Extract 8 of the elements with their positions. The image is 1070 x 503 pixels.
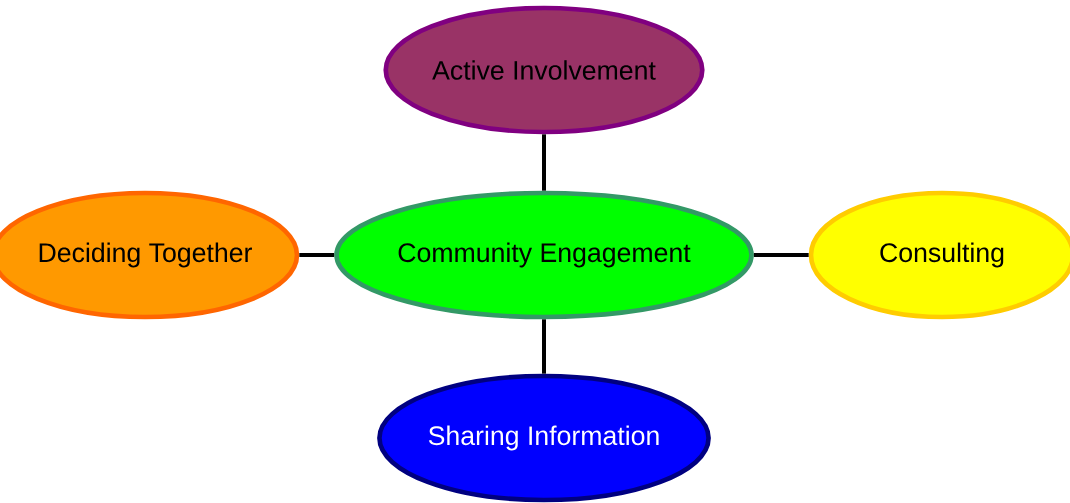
ellipse-node: Sharing Information — [377, 373, 711, 503]
ellipse-node: Active Involvement — [383, 5, 705, 135]
connector-line — [753, 253, 809, 257]
connector-line — [542, 319, 546, 374]
ellipse-node: Community Engagement — [334, 190, 754, 320]
connector-line — [542, 134, 546, 191]
connector-line — [299, 253, 335, 257]
ellipse-node: Consulting — [808, 190, 1070, 320]
